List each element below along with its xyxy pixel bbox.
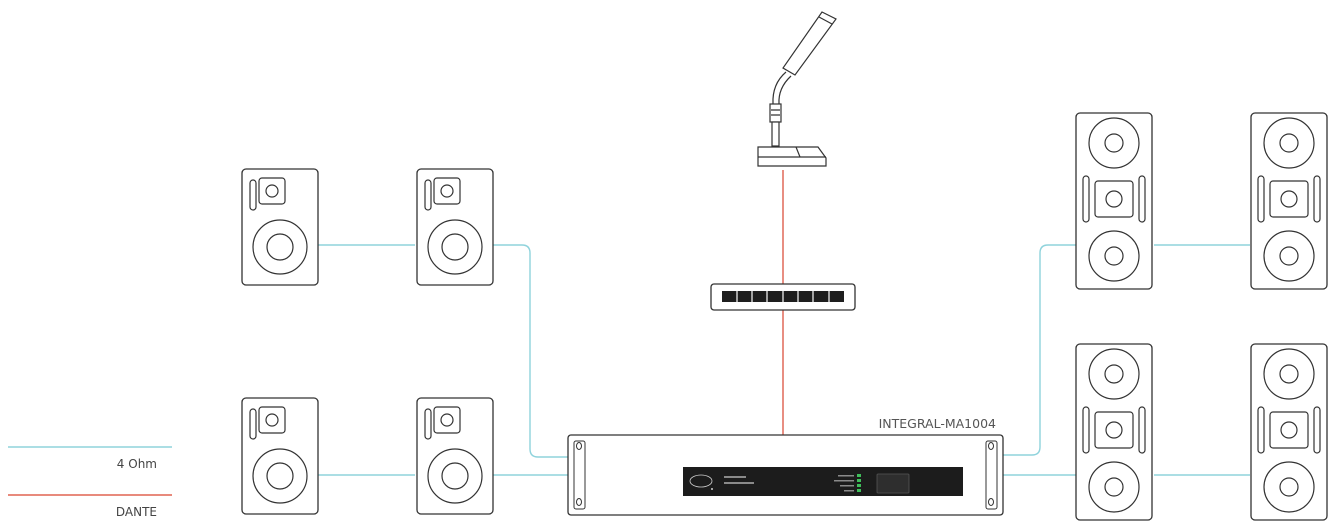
speaker-icon-left-4	[416, 397, 494, 515]
amplifier-label: INTEGRAL-MA1004	[879, 416, 996, 431]
legend-dante-label: DANTE	[116, 505, 157, 519]
speaker-icon-left-2	[416, 168, 494, 286]
legend: 4 Ohm DANTE	[8, 446, 172, 519]
microphone-icon	[757, 11, 837, 167]
speaker-icon-left-1	[241, 168, 319, 286]
speaker-icon-right-1	[1075, 112, 1153, 290]
speaker-icon-left-3	[241, 397, 319, 515]
speaker-icon-right-2	[1250, 112, 1328, 290]
network-switch-icon	[710, 283, 856, 311]
speaker-cables	[318, 244, 1250, 476]
cable-left-top-feed	[493, 244, 568, 458]
speaker-icon-right-4	[1250, 343, 1328, 521]
amplifier-icon	[567, 434, 1004, 516]
legend-4ohm-label: 4 Ohm	[117, 457, 157, 471]
cable-right-top-feed	[1003, 244, 1076, 456]
speaker-icon-right-3	[1075, 343, 1153, 521]
